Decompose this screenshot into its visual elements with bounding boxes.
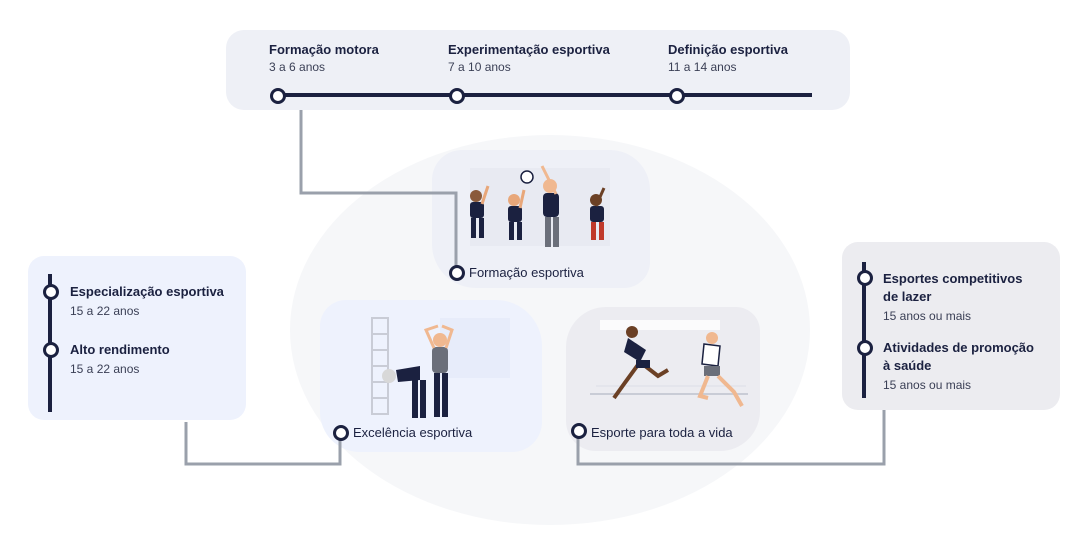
right-panel <box>842 242 1060 410</box>
item-age: 15 anos ou mais <box>883 378 972 392</box>
card-node-formacao <box>449 265 465 281</box>
stage-age: 7 a 10 anos <box>448 60 511 74</box>
item-title-line2: à saúde <box>883 358 932 373</box>
card-label-formacao: Formação esportiva <box>469 265 584 280</box>
seniors-stretching-illustration <box>371 317 510 418</box>
left-item-especializacao: Especialização esportiva 15 a 22 anos <box>70 284 224 318</box>
item-title: Especialização esportiva <box>70 284 224 299</box>
left-panel <box>28 256 246 420</box>
connector-timeline-to-formacao <box>299 110 458 271</box>
stage-title: Formação motora <box>269 42 379 57</box>
stage-title: Definição esportiva <box>668 42 788 57</box>
left-node-especializacao <box>43 284 59 300</box>
stage-experimentacao-esportiva: Experimentação esportiva 7 a 10 anos <box>448 42 610 74</box>
kids-stretching-illustration <box>470 165 610 247</box>
item-title: Alto rendimento <box>70 342 170 357</box>
card-node-excelencia <box>333 425 349 441</box>
card-label-excelencia: Excelência esportiva <box>353 425 473 440</box>
connector-right-to-esporte <box>576 410 886 466</box>
card-node-esporte-vida <box>571 423 587 439</box>
item-title-line2: de lazer <box>883 289 932 304</box>
stage-age: 11 a 14 anos <box>668 60 737 74</box>
left-node-alto-rendimento <box>43 342 59 358</box>
timeline-node-formacao-motora <box>270 88 286 104</box>
stage-definicao-esportiva: Definição esportiva 11 a 14 anos <box>668 42 788 74</box>
connector-left-to-excelencia <box>184 422 342 466</box>
right-item-esportes-competitivos: Esportes competitivos de lazer 15 anos o… <box>883 271 1022 323</box>
card-esporte-para-toda-a-vida <box>566 307 760 451</box>
item-title-line1: Atividades de promoção <box>883 340 1034 355</box>
item-title-line1: Esportes competitivos <box>883 271 1023 286</box>
left-item-alto-rendimento: Alto rendimento 15 a 22 anos <box>70 342 170 376</box>
stage-age: 3 a 6 anos <box>269 60 326 74</box>
item-age: 15 a 22 anos <box>70 304 140 318</box>
item-age: 15 a 22 anos <box>70 362 140 376</box>
right-node-atividades-saude <box>857 340 873 356</box>
timeline-node-definicao <box>669 88 685 104</box>
stage-title: Experimentação esportiva <box>448 42 610 57</box>
card-label-esporte-vida: Esporte para toda a vida <box>591 425 733 440</box>
runners-illustration <box>590 320 748 407</box>
stage-formacao-motora: Formação motora 3 a 6 anos <box>269 42 379 74</box>
right-node-esportes-competitivos <box>857 270 873 286</box>
item-age: 15 anos ou mais <box>883 309 972 323</box>
timeline-node-experimentacao <box>449 88 465 104</box>
right-item-atividades-saude: Atividades de promoção à saúde 15 anos o… <box>883 340 1034 392</box>
